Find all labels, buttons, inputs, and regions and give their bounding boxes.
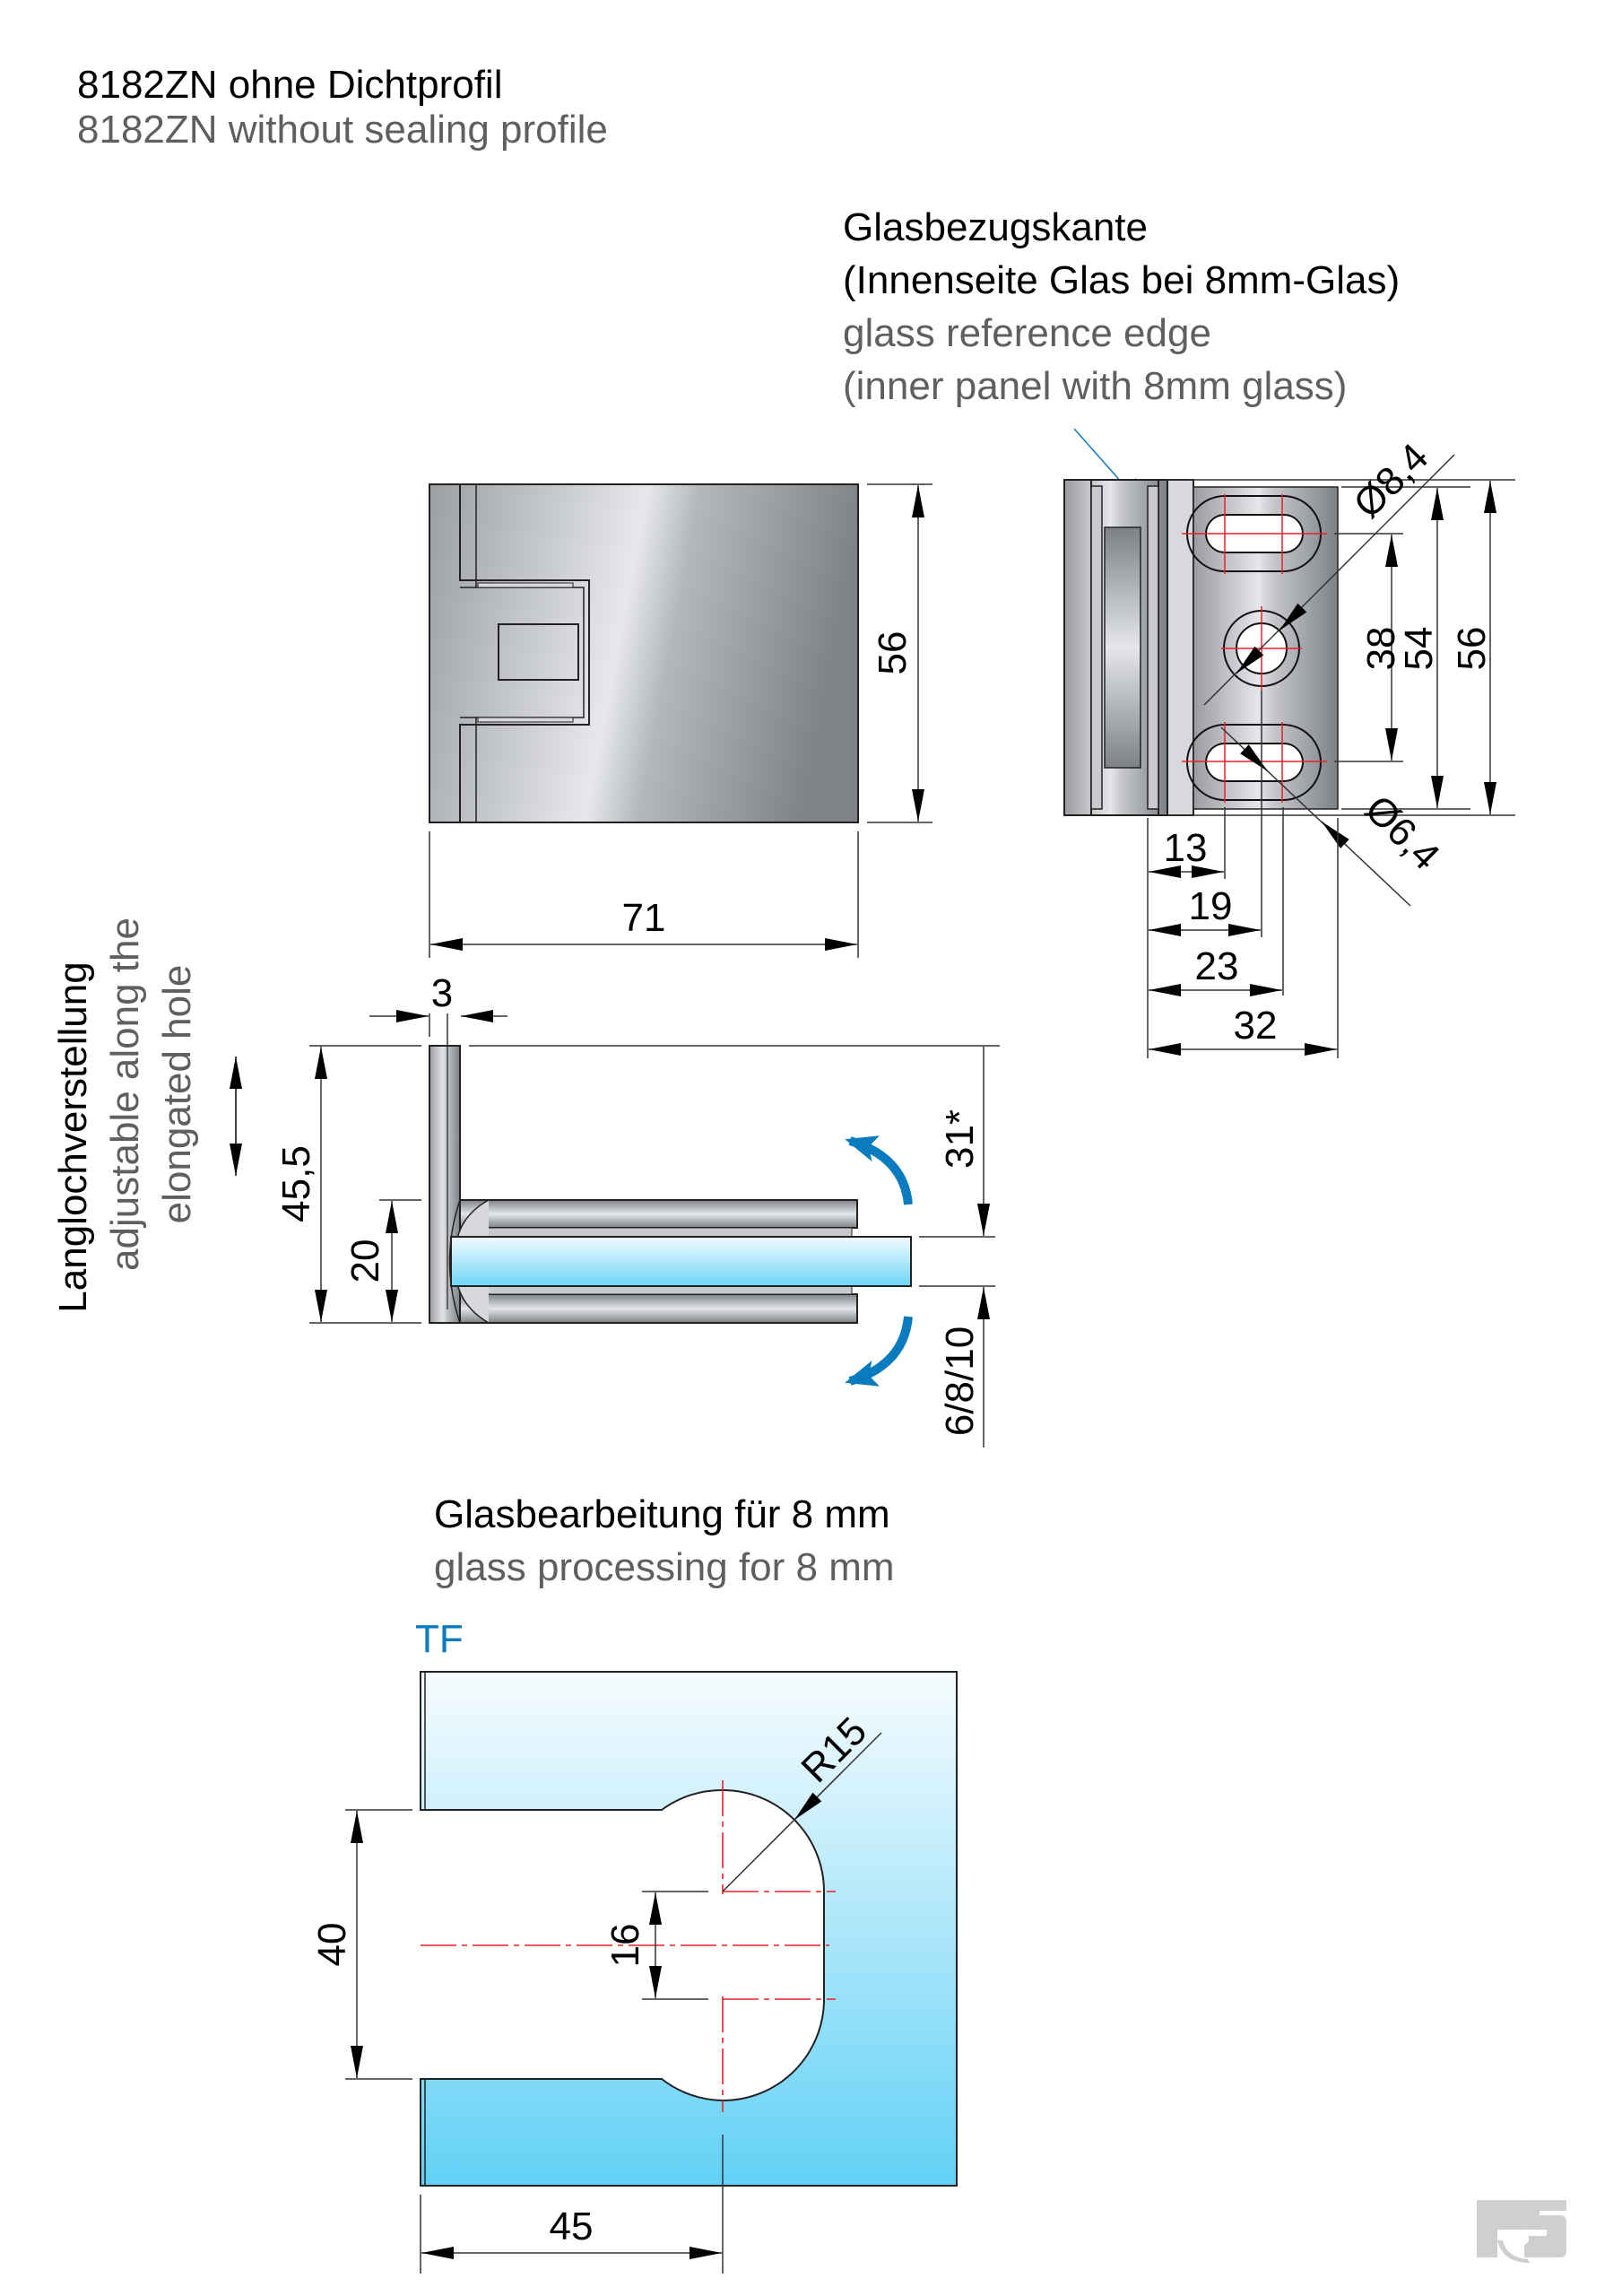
glass-dim-40: 40 <box>310 1923 354 1967</box>
rs-logo <box>1477 2200 1566 2263</box>
glass-dim-45: 45 <box>550 2205 594 2248</box>
reference-note-en-2: (inner panel with 8mm glass) <box>843 364 1348 408</box>
reference-note-de-1: Glasbezugskante <box>843 205 1148 249</box>
plate-dia-large: Ø8,4 <box>1345 435 1436 526</box>
glass-processing-de: Glasbearbeitung für 8 mm <box>434 1492 890 1536</box>
plate-dia-small: Ø6,4 <box>1357 787 1448 878</box>
plate-dim-54: 54 <box>1397 627 1441 671</box>
side-dim-31: 31* <box>938 1109 982 1169</box>
side-view: 3 45,5 20 31* 6/8/10 <box>230 971 1000 1448</box>
side-dim-3: 3 <box>431 971 453 1015</box>
tf-label: TF <box>415 1617 464 1661</box>
plate-dim-13: 13 <box>1164 826 1208 870</box>
side-dim-45-5: 45,5 <box>274 1145 318 1222</box>
side-dim-glass-thickness: 6/8/10 <box>938 1326 982 1436</box>
side-dim-20: 20 <box>343 1239 387 1283</box>
title-de: 8182ZN ohne Dichtprofil <box>77 63 503 107</box>
front-height-dim: 56 <box>871 631 915 675</box>
reference-note-de-2: (Innenseite Glas bei 8mm-Glas) <box>843 258 1401 302</box>
plate-dim-23: 23 <box>1195 944 1239 988</box>
title-en: 8182ZN without sealing profile <box>77 108 608 152</box>
plate-dim-32: 32 <box>1234 1004 1278 1048</box>
glass-processing-view: 40 16 45 R15 <box>310 1671 958 2274</box>
rotate-up-arrow-icon <box>845 1135 913 1205</box>
glass-dim-16: 16 <box>603 1924 647 1968</box>
glass-processing-en: glass processing for 8 mm <box>434 1545 895 1589</box>
front-width-dim: 71 <box>622 896 666 940</box>
front-view: 71 56 <box>429 483 932 958</box>
plate-dim-56: 56 <box>1450 627 1494 671</box>
plate-dim-19: 19 <box>1189 884 1233 928</box>
rotate-down-arrow-icon <box>845 1316 913 1387</box>
plate-view: 38 54 56 13 19 23 32 Ø8,4 Ø6,4 <box>1063 428 1515 1058</box>
reference-note-en-1: glass reference edge <box>843 311 1211 355</box>
plate-dim-38: 38 <box>1359 627 1403 671</box>
